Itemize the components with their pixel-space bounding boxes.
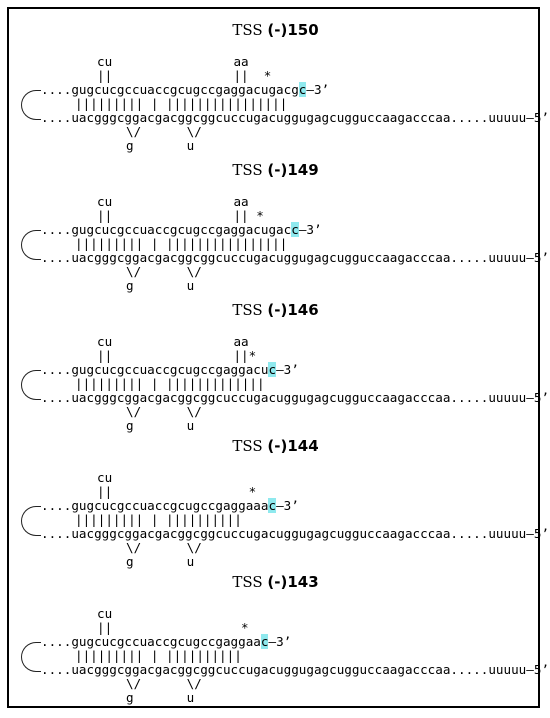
title-number: (-)149 bbox=[267, 161, 319, 179]
tss-panel-149: TSS (-)149 cu aa || || * ....gugcucgccua… bbox=[9, 157, 549, 297]
top-strand-seq: ....gugcucgccuaccgcugccgaggacu bbox=[41, 362, 269, 377]
bulge-bottom-marks: \/ \/ bbox=[126, 404, 202, 419]
tss-nucleotide-highlight: c bbox=[260, 634, 269, 649]
top-strand-end: –3’ bbox=[306, 82, 330, 97]
tss-nucleotide-highlight: c bbox=[291, 222, 299, 237]
top-strand: ....gugcucgccuaccgcugccgaggacugacgc–3’ bbox=[41, 82, 330, 97]
panel-title: TSS (-)146 bbox=[9, 301, 542, 319]
title-number: (-)144 bbox=[267, 437, 319, 455]
bulge-bottom-letters: g u bbox=[126, 138, 195, 153]
title-prefix: TSS bbox=[232, 21, 263, 39]
title-number: (-)150 bbox=[267, 21, 319, 39]
bottom-strand: ....uacgggcggacgacggcggcuccugacuggugagcu… bbox=[41, 250, 549, 265]
tss-nucleotide-highlight: c bbox=[298, 82, 307, 97]
top-strand: ....gugcucgccuaccgcugccgaggaaac–3’ bbox=[41, 498, 299, 513]
bulge-top-bars: || * bbox=[97, 620, 249, 635]
top-strand: ....gugcucgccuaccgcugccgaggacuc–3’ bbox=[41, 362, 299, 377]
title-prefix: TSS bbox=[232, 573, 263, 591]
bulge-bottom-marks: \/ \/ bbox=[126, 124, 202, 139]
title-number: (-)146 bbox=[267, 301, 319, 319]
top-strand-seq: ....gugcucgccuaccgcugccgaggaa bbox=[41, 634, 261, 649]
title-number: (-)143 bbox=[267, 573, 319, 591]
tss-panel-144: TSS (-)144 cu || * ....gugcucgccuaccgcug… bbox=[9, 433, 549, 573]
bulge-top-letters: cu aa bbox=[97, 194, 249, 209]
top-strand-end: –3’ bbox=[276, 362, 299, 377]
tss-panel-150: TSS (-)150 cu aa || || * ....gugcucgccua… bbox=[9, 17, 549, 157]
base-pair-bars: ||||||||| | |||||||||||||||| bbox=[75, 96, 288, 111]
hairpin-loop bbox=[21, 370, 41, 400]
figure-frame: TSS (-)150 cu aa || || * ....gugcucgccua… bbox=[7, 7, 549, 709]
panel-title: TSS (-)143 bbox=[9, 573, 542, 591]
bulge-bottom-marks: \/ \/ bbox=[126, 676, 202, 691]
top-strand-end: –3’ bbox=[268, 634, 292, 649]
base-pair-bars: ||||||||| | |||||||||| bbox=[75, 648, 242, 663]
panel-title: TSS (-)149 bbox=[9, 161, 542, 179]
top-strand: ....gugcucgccuaccgcugccgaggacugacc–3’ bbox=[41, 222, 322, 237]
hairpin-loop bbox=[21, 230, 41, 260]
top-strand-seq: ....gugcucgccuaccgcugccgaggacugac bbox=[41, 222, 292, 237]
bulge-bottom-marks: \/ \/ bbox=[126, 264, 202, 279]
bulge-top-bars: || || * bbox=[97, 68, 272, 83]
bulge-top-letters: cu bbox=[97, 606, 113, 621]
title-prefix: TSS bbox=[232, 437, 263, 455]
hairpin-loop bbox=[21, 506, 41, 536]
bulge-bottom-letters: g u bbox=[126, 554, 195, 569]
top-strand-end: –3’ bbox=[298, 222, 322, 237]
base-pair-bars: ||||||||| | |||||||||||||||| bbox=[75, 236, 288, 251]
bulge-top-letters: cu bbox=[97, 470, 113, 485]
bulge-top-bars: || || * bbox=[97, 208, 264, 223]
hairpin-loop bbox=[21, 90, 41, 120]
base-pair-bars: ||||||||| | ||||||||||||| bbox=[75, 376, 265, 391]
top-strand: ....gugcucgccuaccgcugccgaggaac–3’ bbox=[41, 634, 292, 649]
top-strand-seq: ....gugcucgccuaccgcugccgaggacugacg bbox=[41, 82, 299, 97]
bulge-bottom-letters: g u bbox=[126, 278, 195, 293]
bulge-bottom-letters: g u bbox=[126, 418, 195, 433]
bottom-strand: ....uacgggcggacgacggcggcuccugacuggugagcu… bbox=[41, 526, 549, 541]
title-prefix: TSS bbox=[232, 301, 263, 319]
top-strand-end: –3’ bbox=[276, 498, 299, 513]
bulge-top-letters: cu aa bbox=[97, 54, 249, 69]
bottom-strand: ....uacgggcggacgacggcggcuccugacuggugagcu… bbox=[41, 110, 549, 125]
bottom-strand: ....uacgggcggacgacggcggcuccugacuggugagcu… bbox=[41, 662, 549, 677]
hairpin-loop bbox=[21, 642, 41, 672]
bottom-strand: ....uacgggcggacgacggcggcuccugacuggugagcu… bbox=[41, 390, 549, 405]
bulge-top-bars: || ||* bbox=[97, 348, 257, 363]
panel-title: TSS (-)144 bbox=[9, 437, 542, 455]
panel-title: TSS (-)150 bbox=[9, 21, 542, 39]
tss-panel-143: TSS (-)143 cu || * ....gugcucgccuaccgcug… bbox=[9, 569, 549, 709]
top-strand-seq: ....gugcucgccuaccgcugccgaggaaa bbox=[41, 498, 269, 513]
tss-panel-146: TSS (-)146 cu aa || ||* ....gugcucgccuac… bbox=[9, 297, 549, 437]
bulge-bottom-marks: \/ \/ bbox=[126, 540, 202, 555]
base-pair-bars: ||||||||| | |||||||||| bbox=[75, 512, 242, 527]
title-prefix: TSS bbox=[232, 161, 263, 179]
bulge-bottom-letters: g u bbox=[126, 690, 195, 705]
tss-nucleotide-highlight: c bbox=[268, 498, 277, 513]
bulge-top-letters: cu aa bbox=[97, 334, 249, 349]
bulge-top-bars: || * bbox=[97, 484, 257, 499]
tss-nucleotide-highlight: c bbox=[268, 362, 277, 377]
